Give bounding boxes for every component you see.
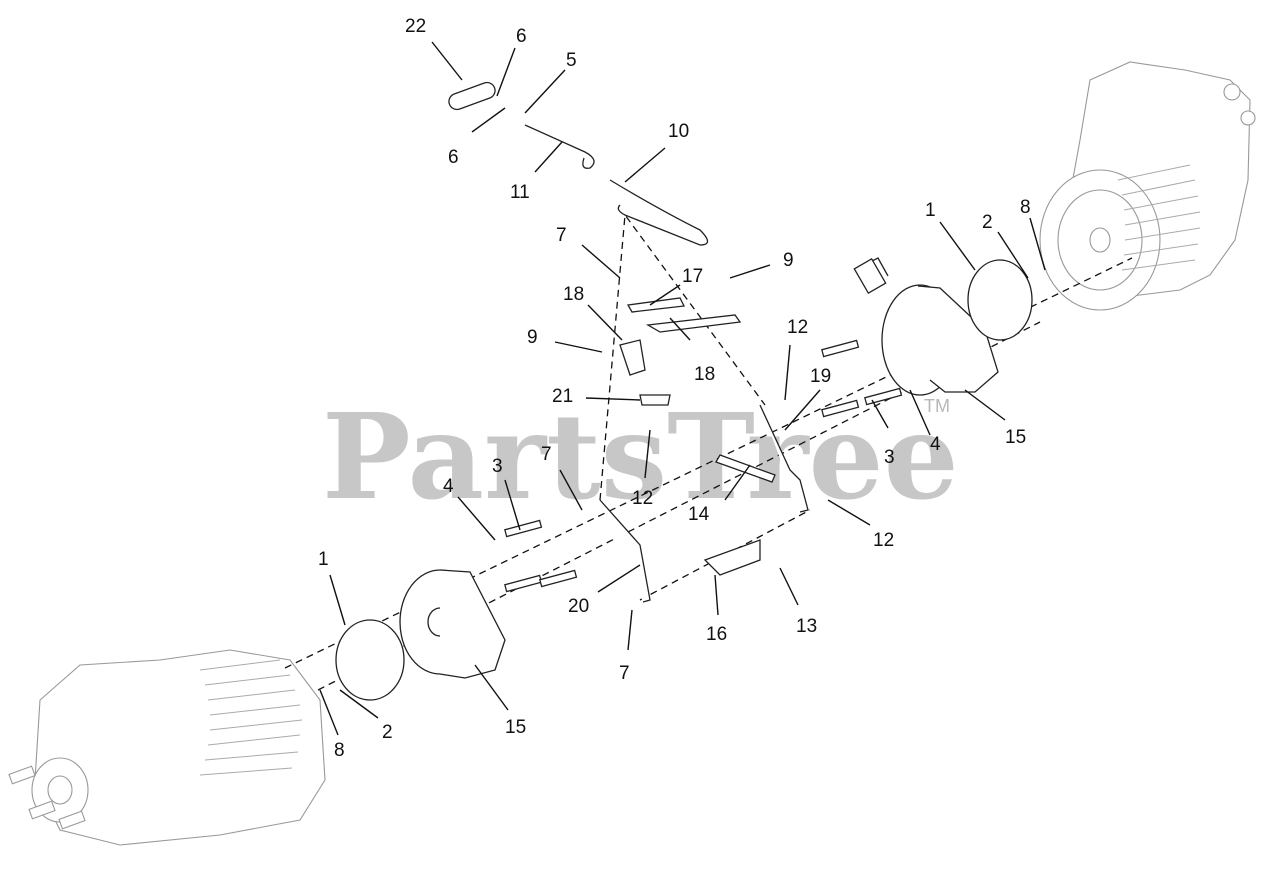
callout-3-right: 3 [884, 447, 895, 468]
callout-14: 14 [688, 504, 710, 525]
hardware-parts [448, 81, 903, 603]
callout-2-left: 2 [382, 722, 393, 743]
callout-22: 22 [405, 16, 426, 37]
callout-2-right: 2 [982, 212, 993, 233]
callout-8-right: 8 [1020, 197, 1031, 218]
left-brake-assembly [399, 569, 506, 679]
o-ring-right [967, 259, 1033, 341]
callout-12-mid: 12 [632, 488, 653, 509]
callout-10: 10 [668, 121, 689, 142]
callout-6-lower: 6 [448, 147, 459, 168]
left-transaxle-motor [8, 649, 326, 846]
callout-7-lower: 7 [619, 663, 630, 684]
callout-4-left: 4 [443, 476, 454, 497]
o-ring-left [335, 619, 405, 701]
callout-9-left: 9 [527, 327, 538, 348]
callout-20: 20 [568, 596, 589, 617]
callout-15-left: 15 [505, 717, 526, 738]
callout-19: 19 [810, 366, 831, 387]
right-brake-assembly [869, 257, 999, 396]
callout-12-lower: 12 [873, 530, 894, 551]
right-transaxle-motor [1039, 61, 1256, 311]
partstree-watermark: PartsTree [322, 387, 959, 526]
callout-21: 21 [552, 386, 573, 407]
callout-6-top: 6 [516, 26, 527, 47]
watermark-trademark: TM [924, 396, 950, 416]
callout-7-top: 7 [556, 225, 567, 246]
callout-1-right: 1 [925, 200, 936, 221]
callout-3-left: 3 [492, 456, 503, 477]
callout-12-upper: 12 [787, 317, 808, 338]
leader-lines [319, 41, 1046, 736]
callout-13: 13 [796, 616, 817, 637]
callout-4-right: 4 [930, 434, 941, 455]
callout-1-left: 1 [318, 549, 329, 570]
callout-labels: 22 6 5 6 11 10 7 17 9 18 9 18 21 12 19 1… [318, 16, 1031, 761]
callout-5: 5 [566, 50, 577, 71]
callout-15-right: 15 [1005, 427, 1026, 448]
callout-9-right: 9 [783, 250, 794, 271]
callout-17: 17 [682, 266, 703, 287]
callout-16: 16 [706, 624, 727, 645]
callout-8-left: 8 [334, 740, 345, 761]
callout-18-left: 18 [563, 284, 584, 305]
callout-11: 11 [510, 182, 530, 203]
callout-18-right: 18 [694, 364, 715, 385]
callout-7-mid: 7 [541, 444, 552, 465]
